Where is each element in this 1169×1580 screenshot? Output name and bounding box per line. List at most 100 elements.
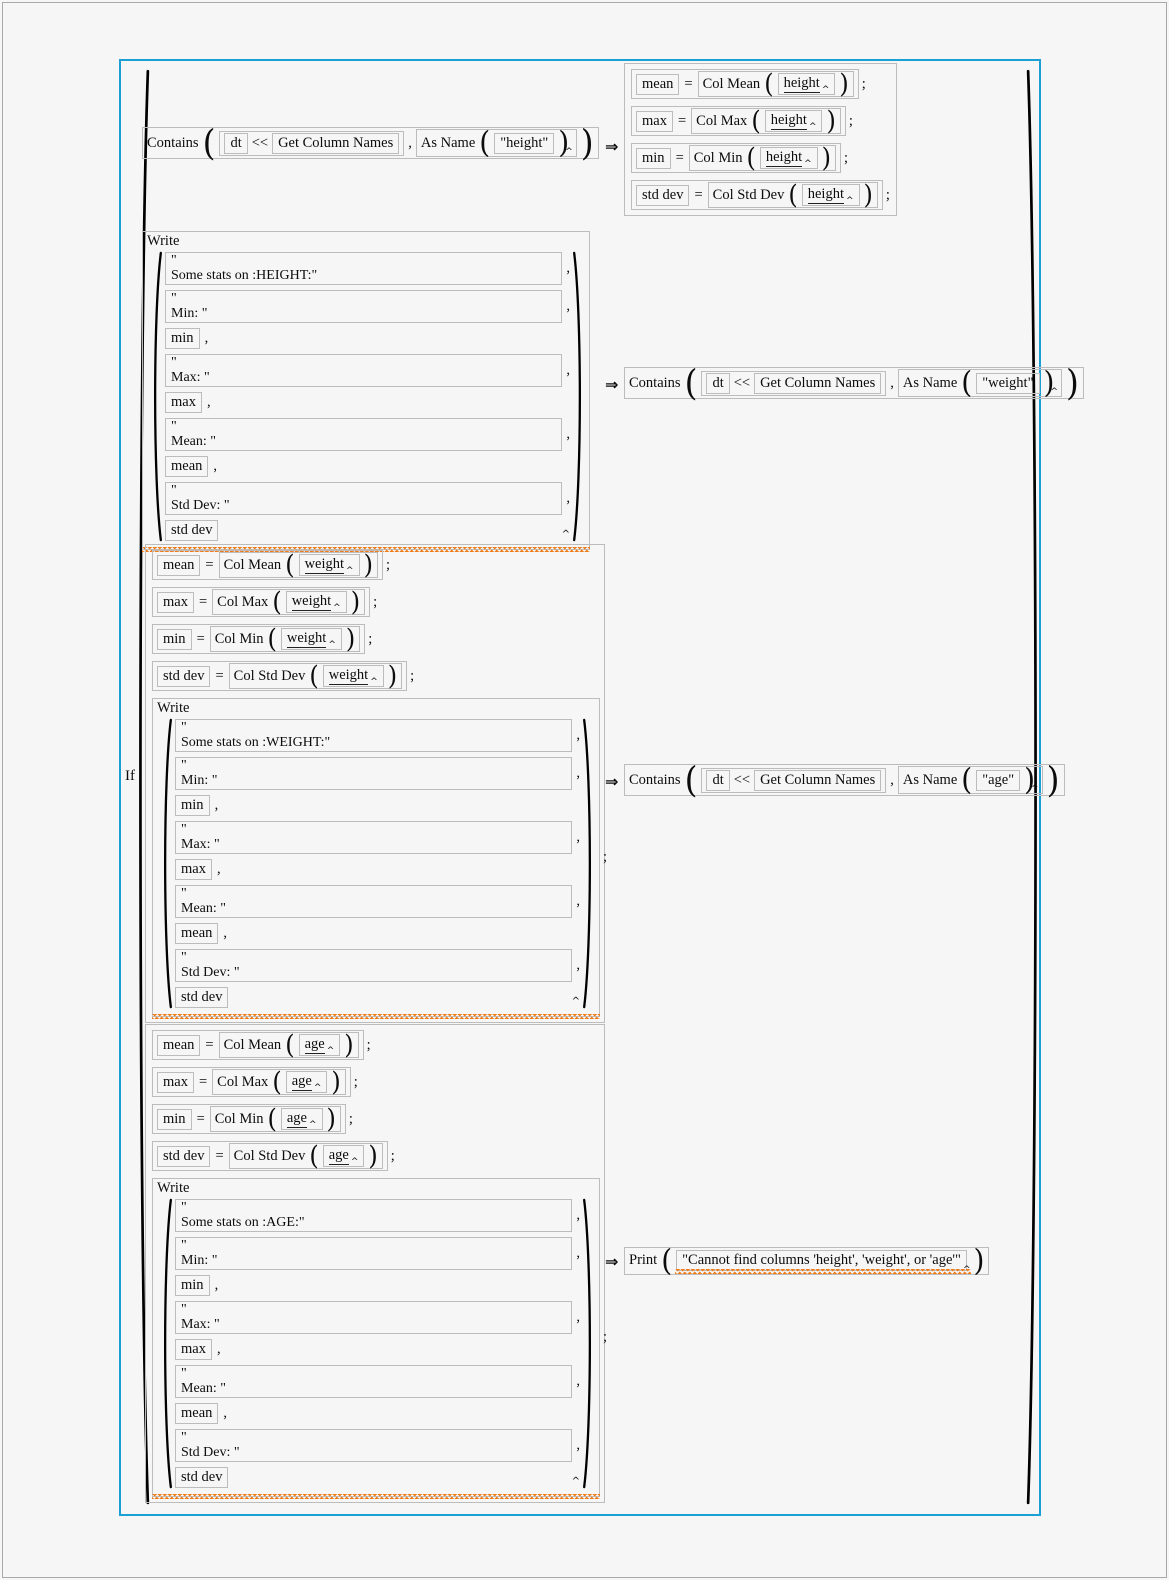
variable-box[interactable]: mean [636,73,680,95]
string-argument[interactable]: "weight" [976,372,1040,394]
string-argument[interactable]: "Std Dev: " [165,482,563,515]
string-argument[interactable]: "Cannot find columns 'height', 'weight',… [676,1250,967,1272]
message-name[interactable]: Get Column Names [272,132,400,154]
variable-box[interactable]: min [157,1108,192,1130]
column-reference[interactable]: age^ [285,1071,328,1093]
string-argument[interactable]: "Min: " [165,290,563,323]
message-name[interactable]: Get Column Names [754,372,882,394]
variable-box[interactable]: min [636,147,671,169]
function-call[interactable]: Col Std Dev ( height^ ) [707,182,878,208]
column-reference[interactable]: height^ [777,73,836,95]
function-call[interactable]: Col Std Dev ( weight^ ) [228,663,403,689]
column-reference[interactable]: weight^ [298,554,360,576]
assignment-expression[interactable]: max = Col Max ( age^ ) [152,1067,351,1097]
dt-variable[interactable]: dt [706,769,730,791]
as-name-call[interactable]: As Name ( "height" )^ [415,128,577,158]
string-argument[interactable]: "Mean: " [175,1365,573,1398]
as-name-call[interactable]: As Name ( "weight" )^ [897,368,1062,398]
column-reference[interactable]: height^ [764,110,823,132]
function-call[interactable]: Col Min ( height^ ) [688,145,837,171]
string-argument[interactable]: "Min: " [175,1237,573,1270]
column-reference[interactable]: age^ [298,1034,341,1056]
string-argument[interactable]: "height" [494,132,555,154]
string-argument[interactable]: "Max: " [165,354,563,387]
if-keyword[interactable]: If [125,768,135,784]
statement-group[interactable]: mean = Col Mean ( height^ ) ; max [624,63,897,216]
statement-group[interactable]: mean = Col Mean ( weight^ ) ; max [145,544,607,1023]
column-reference[interactable]: height^ [801,184,860,206]
variable-box[interactable]: mean [157,1034,201,1056]
string-argument[interactable]: "Std Dev: " [175,1429,573,1462]
assignment-expression[interactable]: max = Col Max ( height^ ) [631,106,846,136]
column-reference[interactable]: weight^ [285,591,347,613]
assignment-expression[interactable]: mean = Col Mean ( height^ ) [631,69,859,99]
column-reference[interactable]: weight^ [322,665,384,687]
variable-box[interactable]: mean [165,456,209,477]
dt-variable[interactable]: dt [224,132,248,154]
variable-box[interactable]: max [157,1071,194,1093]
variable-box[interactable]: std dev [175,987,229,1008]
string-argument[interactable]: "Std Dev: " [175,949,573,982]
function-call[interactable]: Col Max ( weight^ ) [212,589,366,615]
assignment-expression[interactable]: min = Col Min ( weight^ ) [152,624,366,654]
message-name[interactable]: Get Column Names [754,769,882,791]
variable-box[interactable]: min [175,1275,210,1296]
function-call[interactable]: Col Max ( age^ ) [212,1069,346,1095]
variable-box[interactable]: min [157,628,192,650]
variable-box[interactable]: min [165,328,200,349]
assignment-expression[interactable]: std dev = Col Std Dev ( height^ ) [631,180,883,210]
statement-group[interactable]: mean = Col Mean ( age^ ) ; max = [145,1024,607,1503]
variable-box[interactable]: mean [157,554,201,576]
column-reference[interactable]: height^ [759,147,818,169]
string-argument[interactable]: "Some stats on :WEIGHT:" [175,719,573,752]
write-call[interactable]: Write "Some stats on :HEIGHT:", "Min: ",… [142,231,590,552]
contains-call[interactable]: Contains ( dt << Get Column Names , As N… [624,365,1084,400]
string-argument[interactable]: "Some stats on :AGE:" [175,1199,573,1232]
function-call[interactable]: Col Std Dev ( age^ ) [228,1143,383,1169]
function-call[interactable]: Col Mean ( height^ ) [697,71,854,97]
variable-box[interactable]: min [175,795,210,816]
assignment-expression[interactable]: min = Col Min ( age^ ) [152,1104,346,1134]
column-reference[interactable]: age^ [322,1145,365,1167]
variable-box[interactable]: max [175,859,212,880]
send-expression[interactable]: dt << Get Column Names [701,370,887,396]
assignment-expression[interactable]: min = Col Min ( height^ ) [631,143,842,173]
assignment-expression[interactable]: mean = Col Mean ( age^ ) [152,1030,364,1060]
variable-box[interactable]: std dev [175,1467,229,1488]
variable-box[interactable]: std dev [157,1145,211,1167]
send-expression[interactable]: dt << Get Column Names [701,767,887,793]
variable-box[interactable]: mean [175,1403,219,1424]
if-expression-panel[interactable]: If Contains ( dt << Get Column Names , A… [119,59,1084,1516]
contains-call[interactable]: Contains ( dt << Get Column Names , As N… [142,125,599,160]
assignment-expression[interactable]: std dev = Col Std Dev ( age^ ) [152,1141,388,1171]
send-expression[interactable]: dt << Get Column Names [219,130,405,156]
variable-box[interactable]: max [165,392,202,413]
assignment-expression[interactable]: mean = Col Mean ( weight^ ) [152,550,383,580]
variable-box[interactable]: std dev [165,520,219,541]
contains-call[interactable]: Contains ( dt << Get Column Names , As N… [624,762,1065,797]
column-reference[interactable]: age^ [280,1108,323,1130]
write-call[interactable]: Write "Some stats on :AGE:", "Min: ", mi… [152,1178,600,1499]
string-argument[interactable]: "Some stats on :HEIGHT:" [165,252,563,285]
assignment-expression[interactable]: max = Col Max ( weight^ ) [152,587,371,617]
variable-box[interactable]: max [175,1339,212,1360]
string-argument[interactable]: "Max: " [175,1301,573,1334]
dt-variable[interactable]: dt [706,372,730,394]
function-call[interactable]: Col Max ( height^ ) [691,108,841,134]
string-argument[interactable]: "Max: " [175,821,573,854]
as-name-call[interactable]: As Name ( "age" )^ [897,765,1043,795]
string-argument[interactable]: "age" [976,769,1021,791]
variable-box[interactable]: max [636,110,673,132]
function-call[interactable]: Col Mean ( weight^ ) [218,552,378,578]
print-call[interactable]: Print ( "Cannot find columns 'height', '… [624,1245,990,1275]
variable-box[interactable]: std dev [636,184,690,206]
string-argument[interactable]: "Mean: " [165,418,563,451]
column-reference[interactable]: weight^ [280,628,342,650]
function-call[interactable]: Col Min ( weight^ ) [209,626,361,652]
variable-box[interactable]: max [157,591,194,613]
write-call[interactable]: Write "Some stats on :WEIGHT:", "Min: ",… [152,698,600,1019]
function-call[interactable]: Col Min ( age^ ) [209,1106,341,1132]
function-call[interactable]: Col Mean ( age^ ) [218,1032,359,1058]
variable-box[interactable]: std dev [157,665,211,687]
variable-box[interactable]: mean [175,923,219,944]
